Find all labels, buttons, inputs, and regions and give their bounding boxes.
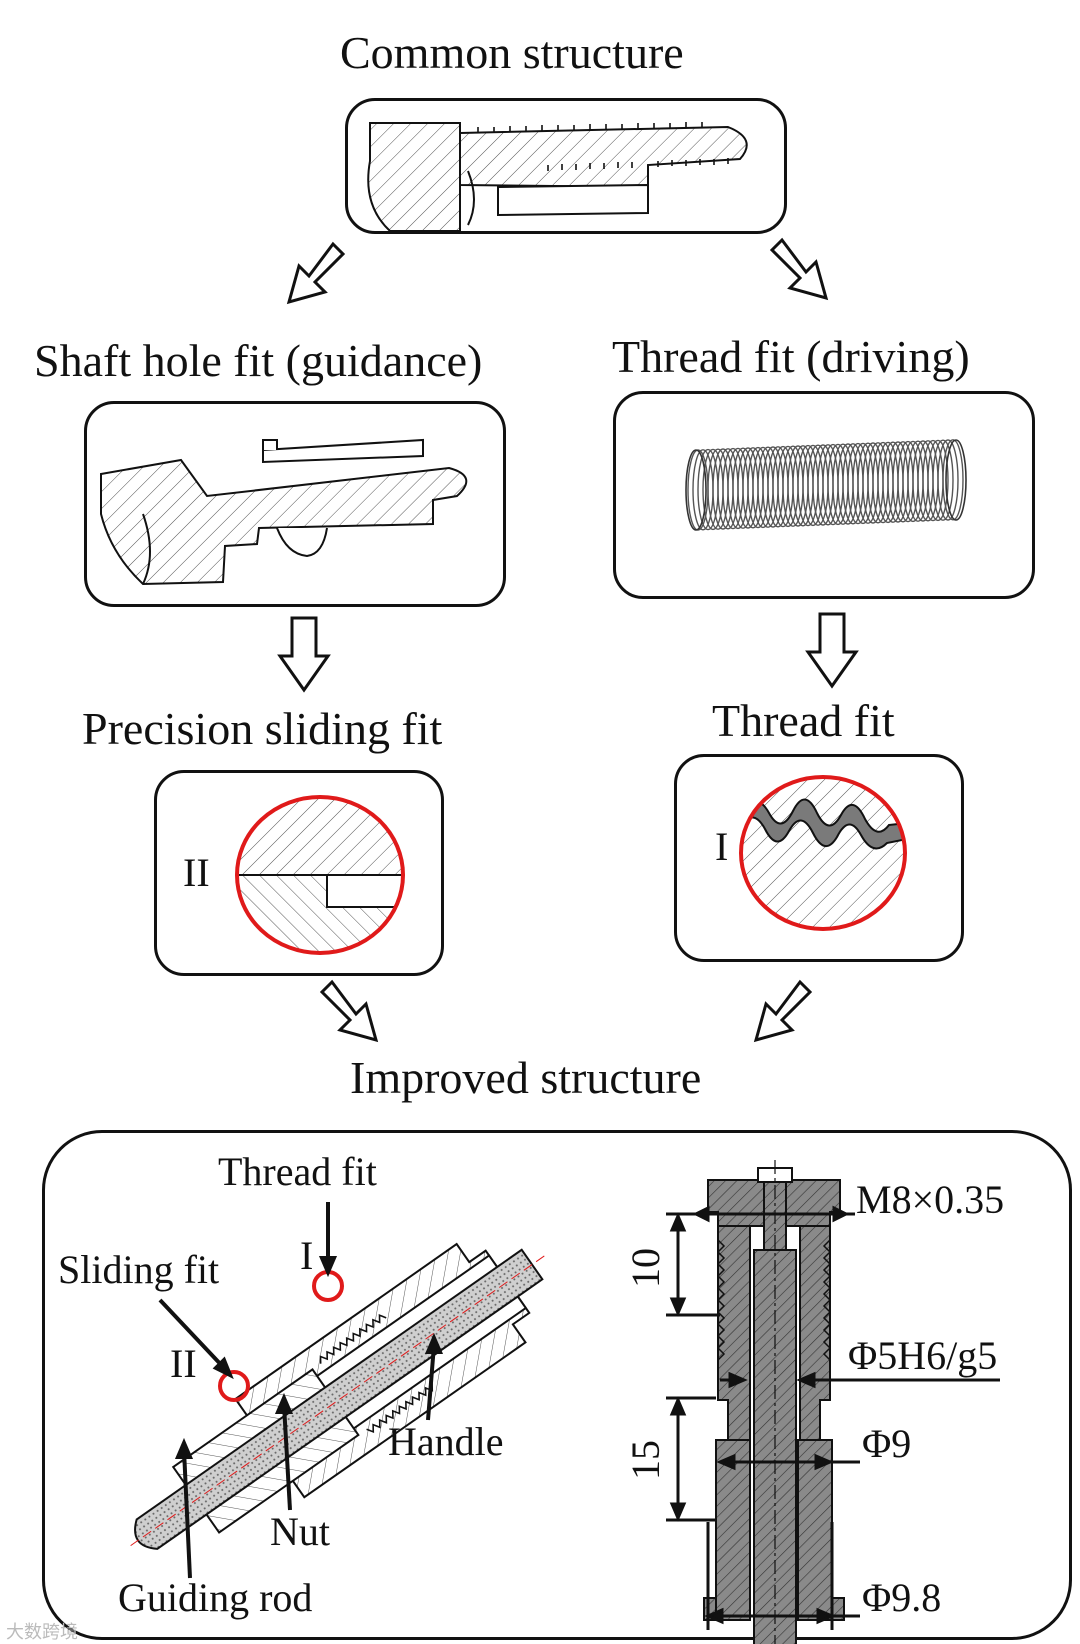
label-handle: Handle xyxy=(388,1419,504,1464)
arrow-to-thread-fit-detail xyxy=(805,612,859,689)
dim-diameter-9-8: Φ9.8 xyxy=(862,1575,942,1620)
label-thread-fit: Thread fit xyxy=(218,1149,377,1194)
label-mark-i: I xyxy=(300,1233,314,1278)
thread-fit-detail-box: I xyxy=(674,754,964,962)
title-shaft-hole-fit: Shaft hole fit (guidance) xyxy=(34,335,483,386)
title-thread-fit: Thread fit xyxy=(712,695,895,746)
precision-sliding-fit-box: II xyxy=(154,770,444,976)
detail-mark-ii: II xyxy=(183,850,210,895)
spring-coil xyxy=(927,439,949,522)
dim-length-10: 10 xyxy=(623,1248,668,1288)
sliding-fit-detail-drawing xyxy=(235,795,405,955)
arrow-from-precision xyxy=(319,979,379,1043)
dim-fit-spec: Φ5H6/g5 xyxy=(848,1333,998,1378)
arrow-to-precision-fit xyxy=(277,616,331,693)
spring-coil xyxy=(937,439,959,521)
label-guiding-rod: Guiding rod xyxy=(118,1575,313,1620)
title-thread-fit-driving: Thread fit (driving) xyxy=(612,331,970,382)
dim-diameter-9: Φ9 xyxy=(862,1421,912,1466)
watermark: 大数跨境 xyxy=(6,1622,78,1643)
arrow-from-thread xyxy=(753,979,813,1043)
spring-coil xyxy=(942,439,964,521)
detail-mark-i: I xyxy=(715,824,729,869)
title-common-structure: Common structure xyxy=(340,27,684,78)
label-sliding-fit: Sliding fit xyxy=(58,1247,220,1292)
improved-structure-box xyxy=(42,1130,1072,1640)
common-structure-box xyxy=(345,98,787,234)
helical-spring-drawing xyxy=(685,439,967,531)
highlight-sliding-fit-circle xyxy=(218,1370,250,1402)
dim-length-15: 15 xyxy=(623,1440,668,1480)
label-nut: Nut xyxy=(270,1509,330,1554)
assembly-isometric-drawing xyxy=(130,1242,549,1550)
label-mark-ii: II xyxy=(170,1341,197,1386)
dim-thread-spec: M8×0.35 xyxy=(856,1177,1005,1222)
common-structure-drawing xyxy=(367,122,748,231)
thread-fit-driving-box xyxy=(613,391,1035,599)
thread-fit-detail-drawing xyxy=(739,775,907,931)
title-precision-sliding-fit: Precision sliding fit xyxy=(82,703,443,754)
arrow-to-shaft-fit xyxy=(286,241,346,305)
shaft-hole-fit-box xyxy=(84,401,506,607)
shaft-hole-fit-drawing xyxy=(100,438,468,586)
title-improved-structure: Improved structure xyxy=(350,1052,702,1103)
arrow-to-thread-fit xyxy=(769,237,829,301)
spring-coil xyxy=(932,439,954,521)
